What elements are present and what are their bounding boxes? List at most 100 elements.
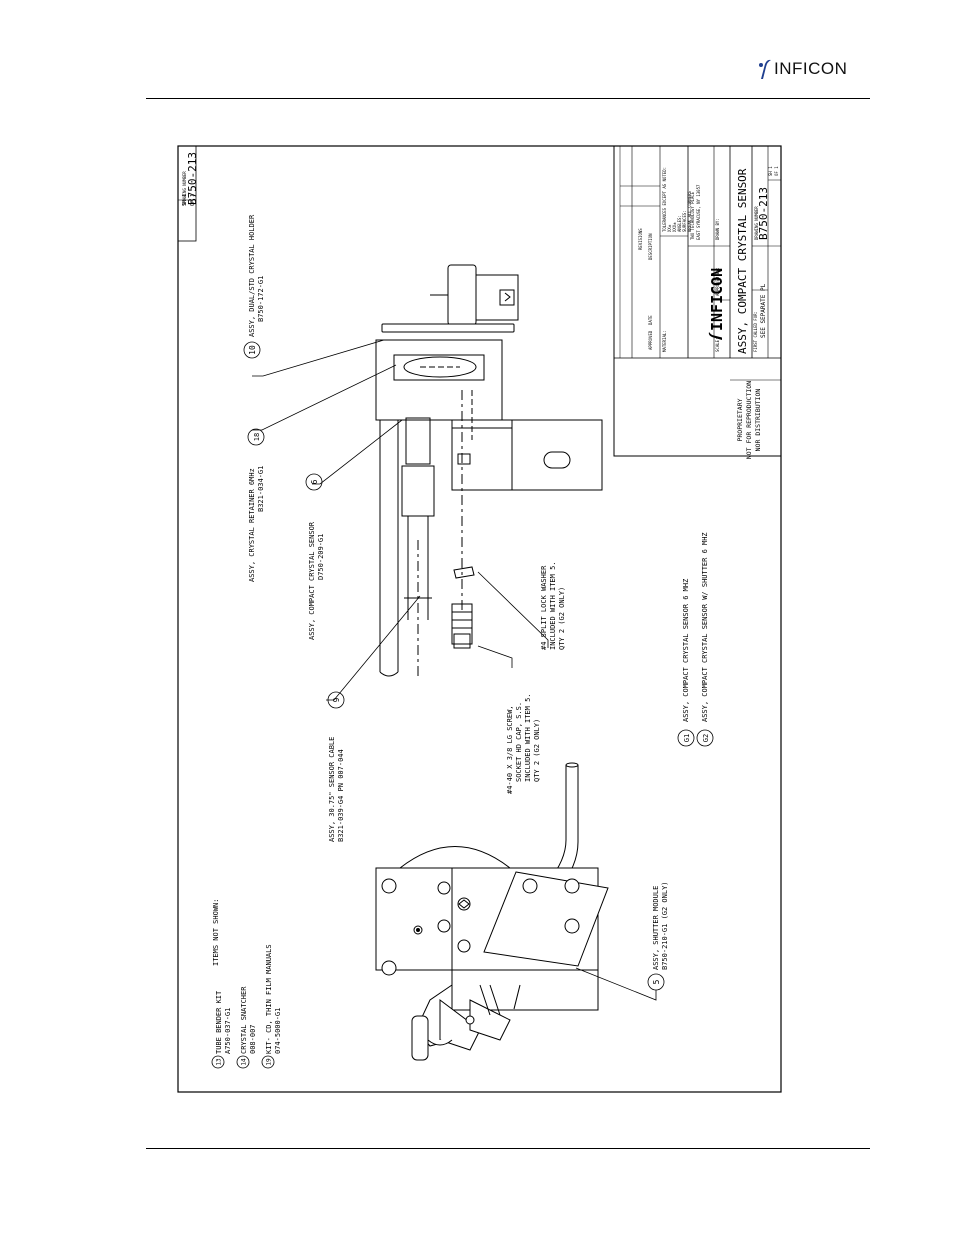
svg-text:18: 18: [253, 433, 261, 441]
svg-text:6: 6: [310, 479, 319, 484]
svg-text:INCLUDED WITH ITEM 5.: INCLUDED WITH ITEM 5.: [549, 561, 557, 650]
svg-text:QTY 2 (G2 ONLY): QTY 2 (G2 ONLY): [533, 719, 541, 782]
callout-18: ASSY, CRYSTAL RETAINER 6MHz B321-034-G1 …: [247, 428, 265, 582]
svg-text:008-007: 008-007: [249, 1024, 257, 1054]
approved-by: APPROVED BY:: [715, 267, 720, 296]
svg-text:SH 1: SH 1: [768, 166, 773, 176]
svg-text:KIT- CD, THIN FILM MANUALS: KIT- CD, THIN FILM MANUALS: [265, 944, 273, 1054]
svg-text:#4 SPLIT LOCK WASHER: #4 SPLIT LOCK WASHER: [540, 565, 548, 650]
svg-text:B750-213: B750-213: [757, 187, 770, 240]
drawing-number-box: [177, 145, 197, 242]
svg-text:ASSY, DUAL/STD CRYSTAL HOLDER: ASSY, DUAL/STD CRYSTAL HOLDER: [248, 214, 256, 337]
svg-text:B321-039-G4 PN 007-044: B321-039-G4 PN 007-044: [337, 749, 345, 842]
svg-text:ASSY, 30.75" SENSOR CABLE: ASSY, 30.75" SENSOR CABLE: [328, 737, 336, 842]
svg-text:MATERIAL:: MATERIAL:: [662, 330, 667, 352]
item-13: 13 TUBE BENDER KIT A750-037-G1: [211, 990, 232, 1069]
scale-label: SCALE:: [715, 338, 720, 352]
svg-text:REVISIONS: REVISIONS: [638, 228, 643, 250]
svg-text:B750-210-G1 (G2 ONLY): B750-210-G1 (G2 ONLY): [661, 881, 669, 970]
drawing-title: ASSY, COMPACT CRYSTAL SENSOR: [736, 168, 749, 354]
svg-text:TOLERANCES EXCEPT AS NOTED:: TOLERANCES EXCEPT AS NOTED:: [662, 167, 667, 232]
title-block-logo: INFICON: [708, 268, 726, 340]
callout-10: 10 ASSY, DUAL/STD CRYSTAL HOLDER B750-17…: [243, 214, 265, 359]
svg-text:9: 9: [332, 697, 341, 702]
shutter-module: [375, 846, 609, 1061]
svg-text:13: 13: [216, 1058, 223, 1066]
svg-text:G2: G2: [702, 734, 710, 742]
svg-text:SCALE:: SCALE:: [715, 338, 720, 352]
brand-name: INFICON: [774, 59, 848, 78]
svg-text:SOCKET HD CAP, S.S.: SOCKET HD CAP, S.S.: [515, 702, 523, 782]
material-label: MATERIAL:: [662, 330, 667, 352]
tolerances: TOLERANCES EXCEPT AS NOTED: XX± XXX± ANG…: [662, 167, 692, 232]
svg-text:A750-037-G1: A750-037-G1: [224, 1008, 232, 1054]
item-19: 19 KIT- CD, THIN FILM MANUALS 074-5000-G…: [261, 944, 282, 1069]
svg-text:OF 1: OF 1: [190, 194, 196, 206]
svg-text:#4-40 X 3/8 LG SCREW,: #4-40 X 3/8 LG SCREW,: [506, 705, 514, 794]
callout-6: ASSY, COMPACT CRYSTAL SENSOR D750-209-G1…: [305, 473, 325, 640]
svg-text:EAST SYRACUSE, NY 13057: EAST SYRACUSE, NY 13057: [696, 184, 701, 240]
svg-text:TUBE BENDER KIT: TUBE BENDER KIT: [215, 990, 223, 1054]
leader-lines: [252, 339, 657, 1001]
revision-columns: DESCRIPTION DATE APPROVED: [648, 233, 653, 350]
svg-text:DRAWING NUMBER: DRAWING NUMBER: [754, 206, 759, 240]
svg-text:10: 10: [248, 345, 257, 355]
drawing-number-top: DRAWING NUMBER B750-213: [182, 152, 199, 205]
svg-text:INCLUDED WITH ITEM 5.: INCLUDED WITH ITEM 5.: [524, 693, 532, 782]
title-block-sheet: SH 1 OF 1: [768, 166, 779, 176]
washer-note: #4 SPLIT LOCK WASHER INCLUDED WITH ITEM …: [540, 561, 566, 650]
svg-text:XX±: XX±: [667, 224, 672, 232]
svg-text:INFICON: INFICON: [708, 268, 726, 331]
svg-text:ASSY, CRYSTAL RETAINER 6MHz: ASSY, CRYSTAL RETAINER 6MHz: [248, 468, 256, 582]
drawing-border: [177, 145, 782, 1093]
svg-text:TWO TECHNOLOGY PLACE: TWO TECHNOLOGY PLACE: [690, 191, 695, 240]
svg-text:14: 14: [241, 1058, 248, 1066]
svg-text:DESCRIPTION: DESCRIPTION: [648, 233, 653, 260]
svg-text:19: 19: [266, 1058, 273, 1066]
socket-screw: [451, 603, 473, 649]
crystal-holder: [375, 264, 519, 421]
drawn-by: DRAWN BY:: [715, 218, 720, 240]
title-block-drawing-number: DRAWING NUMBER B750-213: [754, 187, 770, 240]
svg-text:QTY 2 (G2 ONLY): QTY 2 (G2 ONLY): [558, 587, 566, 650]
inficon-logo: INFICON: [758, 58, 847, 80]
item-14: 14 CRYSTAL SNATCHER 008-007: [236, 986, 257, 1069]
svg-text:DRAWN BY:: DRAWN BY:: [715, 218, 720, 240]
callout-5: 5 ASSY, SHUTTER MODULE B750-210-G1 (G2 O…: [647, 881, 669, 991]
svg-text:B750-213: B750-213: [186, 152, 199, 205]
svg-text:ASSY, COMPACT CRYSTAL SENSOR W: ASSY, COMPACT CRYSTAL SENSOR W/ SHUTTER …: [701, 532, 709, 722]
svg-text:G1: G1: [683, 734, 691, 742]
svg-text:B750-172-G1: B750-172-G1: [257, 276, 265, 322]
svg-text:PROPRIETARY: PROPRIETARY: [736, 398, 744, 441]
sensor-cable: [379, 417, 435, 680]
svg-text:NOT FOR REPRODUCTION: NOT FOR REPRODUCTION: [745, 381, 753, 459]
sheet-top: SH 1 OF 1: [182, 194, 196, 206]
svg-text:NOR DISTRIBUTION: NOR DISTRIBUTION: [754, 389, 762, 452]
first-called-for: FIRST CALLED FOR:: [753, 311, 758, 352]
split-lock-washer: [453, 566, 475, 579]
svg-text:ITEMS NOT SHOWN:: ITEMS NOT SHOWN:: [212, 899, 220, 966]
svg-text:ASSY, SHUTTER MODULE: ASSY, SHUTTER MODULE: [652, 886, 660, 970]
svg-text:5: 5: [652, 979, 661, 984]
svg-text:SURFACES:: SURFACES:: [682, 210, 687, 232]
footer-rule: [146, 1148, 870, 1149]
svg-text:ASSY, COMPACT CRYSTAL SENSOR: ASSY, COMPACT CRYSTAL SENSOR 6 MHZ: [682, 579, 690, 722]
callout-9: ASSY, 30.75" SENSOR CABLE B321-039-G4 PN…: [327, 691, 345, 842]
items-not-shown: ITEMS NOT SHOWN:: [212, 899, 220, 966]
group-g2: G2 ASSY, COMPACT CRYSTAL SENSOR W/ SHUTT…: [696, 532, 714, 747]
svg-text:SH 1: SH 1: [182, 194, 188, 206]
svg-text:B321-034-G1: B321-034-G1: [257, 466, 265, 512]
svg-text:FIRST CALLED FOR:: FIRST CALLED FOR:: [753, 311, 758, 352]
svg-text:ANGLES:: ANGLES:: [677, 215, 682, 232]
address: TWO TECHNOLOGY PLACE EAST SYRACUSE, NY 1…: [690, 184, 701, 240]
svg-text:DRAWING NUMBER: DRAWING NUMBER: [182, 171, 187, 205]
svg-text:074-5000-G1: 074-5000-G1: [274, 1008, 282, 1054]
group-g1: G1 ASSY, COMPACT CRYSTAL SENSOR 6 MHZ: [677, 579, 695, 747]
svg-text:APPROVED BY:: APPROVED BY:: [715, 267, 720, 296]
inficon-mark-icon: [759, 59, 771, 79]
svg-text:ASSY, COMPACT CRYSTAL SENSOR: ASSY, COMPACT CRYSTAL SENSOR: [736, 168, 749, 354]
svg-text:DATE: DATE: [648, 315, 653, 325]
svg-text:OF 1: OF 1: [774, 166, 779, 176]
sensor-body: [451, 390, 603, 610]
